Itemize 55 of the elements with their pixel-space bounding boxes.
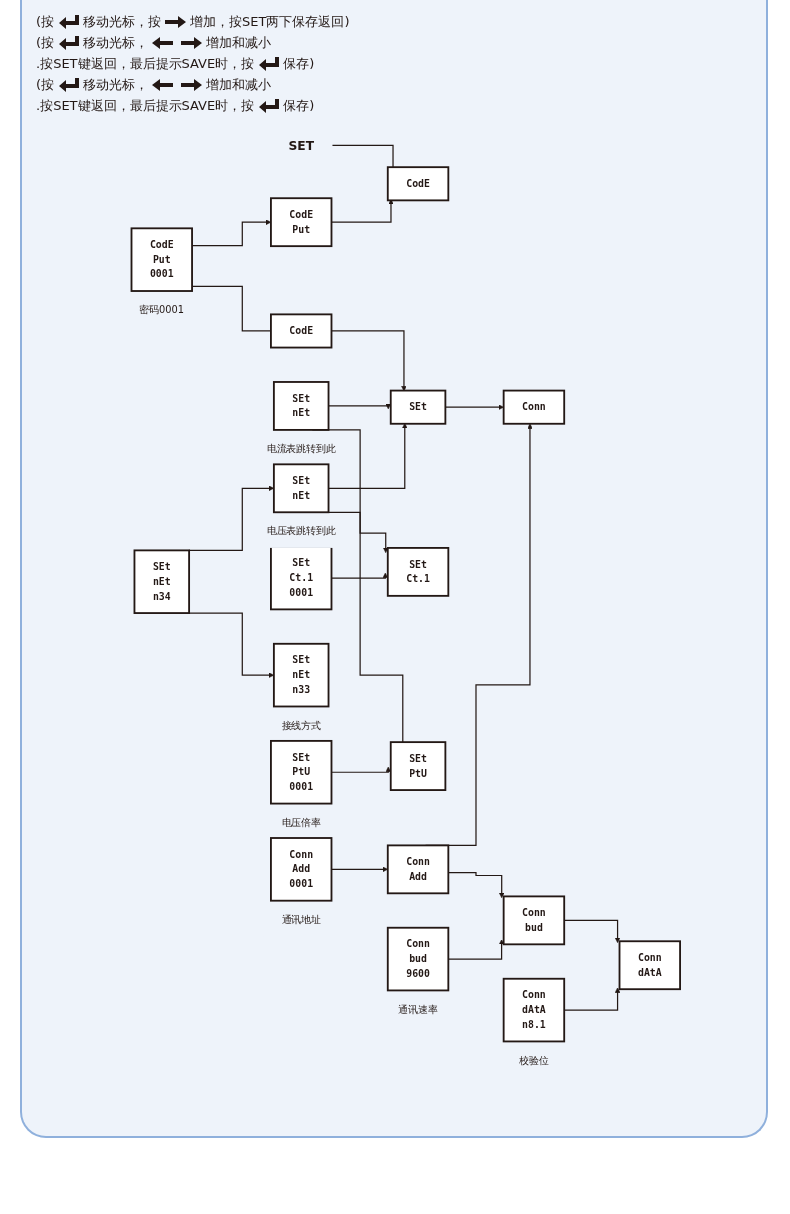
node-label: 电压表跳转到此	[266, 525, 336, 537]
node-box: CodE	[386, 166, 449, 202]
arrow	[444, 404, 504, 410]
node-box: SEt	[389, 389, 446, 425]
arrow	[330, 572, 388, 579]
connector	[331, 144, 394, 168]
node-box: SEt PtU 0001	[269, 740, 332, 805]
node-box: SEt Ct.1 0001	[269, 545, 332, 611]
arrow	[447, 939, 504, 960]
note-text: 增加，按SET两下保存返回)	[190, 13, 350, 31]
node-box: Conn dAtA n8.1	[502, 977, 565, 1043]
node-box: SEt nEt	[272, 381, 329, 431]
note-text: 保存)	[283, 55, 315, 73]
node-box: CodE Put 0001	[130, 227, 193, 292]
node-box: Conn	[502, 389, 565, 425]
node-box: CodE	[269, 313, 332, 349]
node-label: 密码0001	[138, 303, 184, 316]
arrow	[330, 766, 391, 773]
node-label: 校验位	[518, 1054, 549, 1067]
arrow	[187, 485, 274, 551]
arrow	[447, 871, 504, 899]
arrow	[330, 866, 388, 873]
node-box: Conn bud 9600	[386, 926, 449, 992]
note-text: .按SET键返回，最后提示SAVE时，按	[36, 97, 255, 115]
node-box: SEt nEt n34	[133, 549, 190, 614]
note-text: 增加和减小	[206, 76, 272, 94]
node-label: 通讯速率	[397, 1003, 438, 1016]
note-text: 移动光标，	[83, 34, 149, 52]
node-box: Conn Add 0001	[269, 837, 332, 902]
arrow	[563, 987, 620, 1011]
node-box: Conn dAtA	[618, 940, 681, 991]
node-text: SET	[287, 137, 314, 153]
node-box: SEt Ct.1	[386, 547, 449, 597]
node-label: 通讯地址	[281, 913, 321, 926]
node-box: SEt nEt n33	[272, 642, 329, 708]
note-text: (按	[36, 34, 55, 52]
note-text: .按SET键返回，最后提示SAVE时，按	[36, 55, 255, 73]
node-box: SEt nEt	[272, 463, 329, 514]
node-label: 电流表跳转到此	[266, 442, 336, 455]
node-label: 电压倍率	[281, 816, 321, 829]
arrow	[330, 330, 407, 392]
node-label: 接线方式	[281, 719, 321, 732]
note-text: (按	[36, 76, 55, 94]
node-box: Conn bud	[502, 895, 565, 946]
node-box: Conn Add	[386, 844, 449, 895]
arrow	[563, 919, 620, 943]
note-text: (按	[36, 13, 55, 31]
node-box: SEt PtU	[389, 741, 446, 791]
note-text: 增加和减小	[206, 34, 272, 52]
arrow	[330, 199, 394, 223]
arrow	[187, 612, 274, 678]
note-text: 移动光标，	[83, 76, 149, 94]
note-text: 保存)	[283, 97, 315, 115]
note-text: 移动光标，按	[83, 13, 162, 31]
node-box: CodE Put	[269, 197, 332, 248]
